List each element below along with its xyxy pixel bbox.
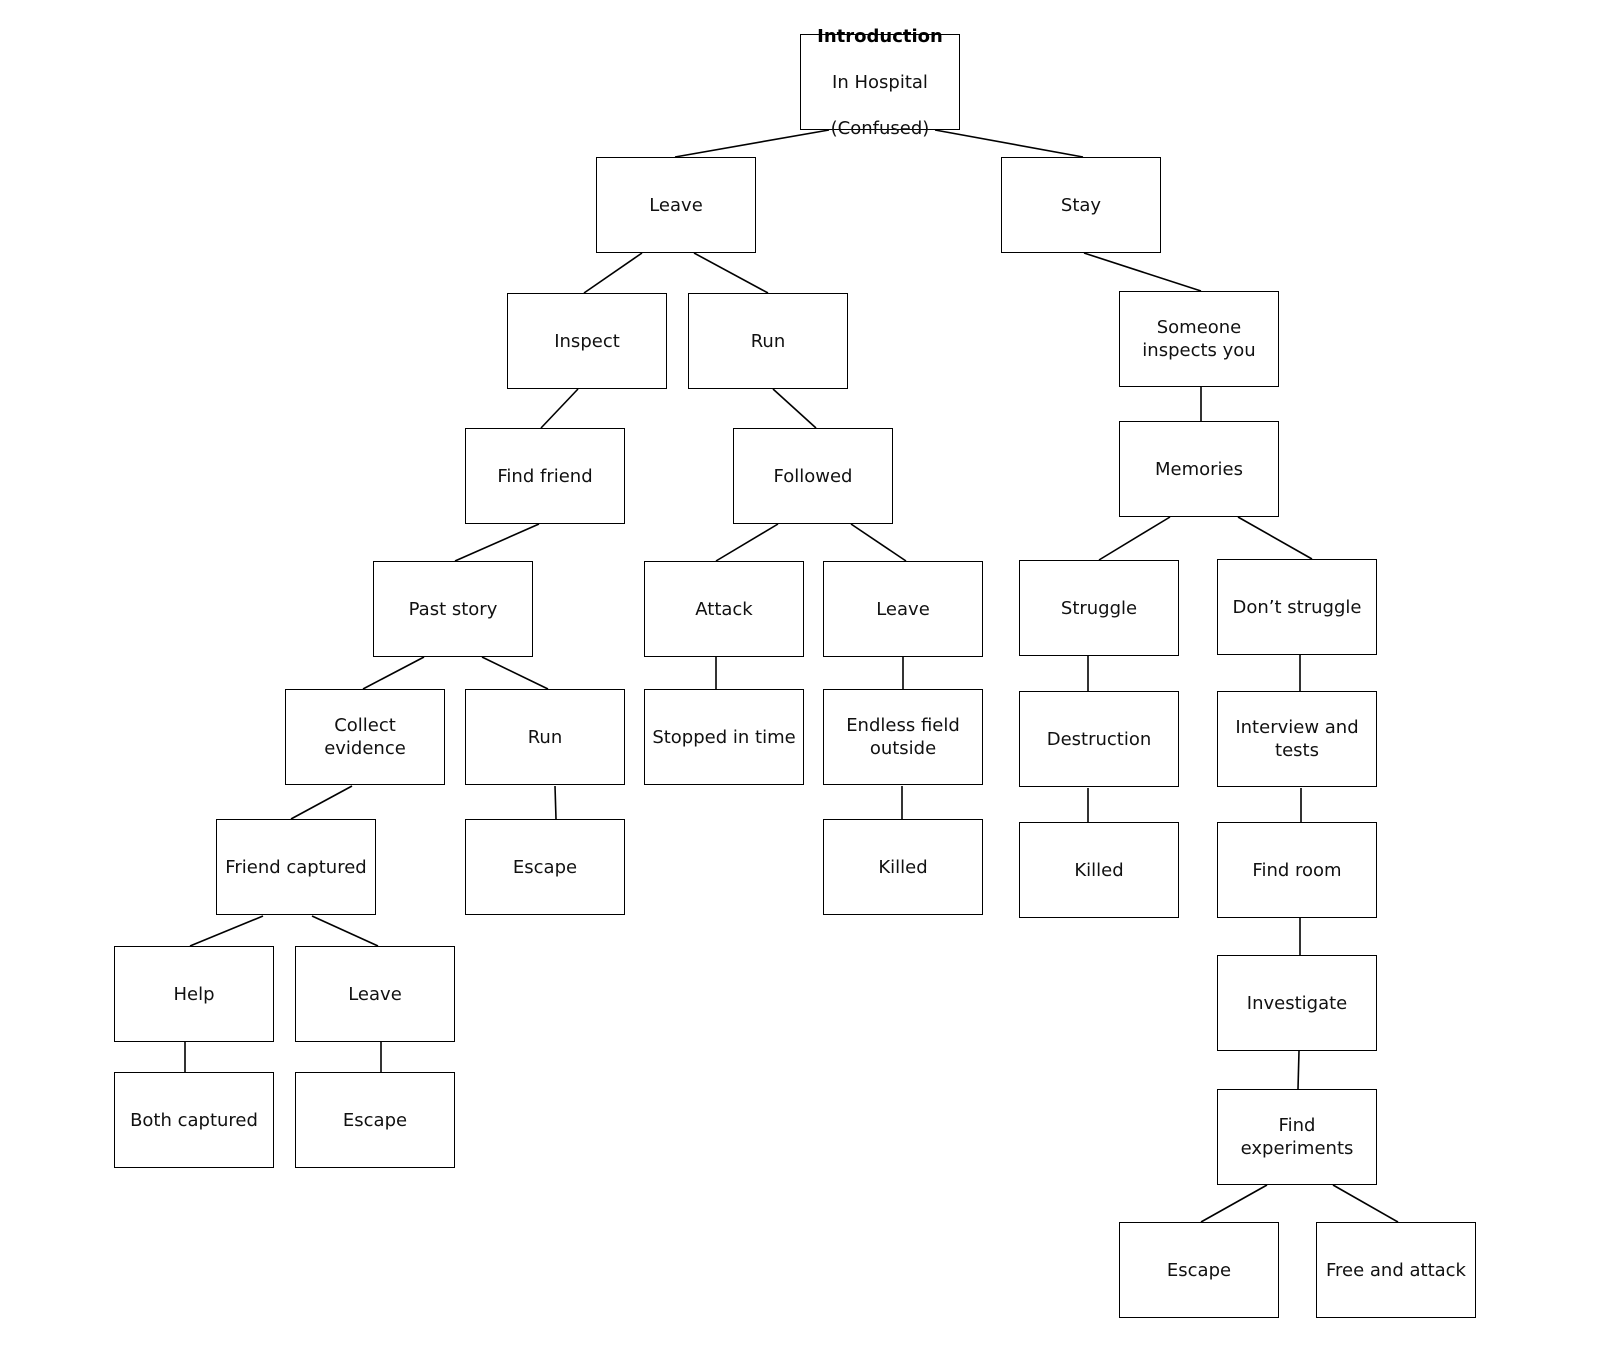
node-destruction-label: Destruction [1046,728,1152,750]
node-past-story: Past story [373,561,533,657]
edge-findfriend-paststory [454,523,540,562]
node-interview-and-tests: Interview and tests [1217,691,1377,787]
edge-friendcaptured-leave3 [311,915,379,947]
node-collect-evidence-label: Collect evidence [324,715,406,759]
node-endless-field-outside-label: Endless field outside [846,715,960,759]
node-find-experiments-label: Find experiments [1240,1115,1354,1159]
node-help: Help [114,946,274,1042]
node-find-friend-label: Find friend [497,465,593,487]
edge-findexperiments-freeattack [1332,1184,1399,1223]
edge-run-followed [772,388,817,429]
node-run-1: Run [688,293,848,389]
node-free-and-attack-label: Free and attack [1325,1259,1466,1281]
node-stopped-in-time: Stopped in time [644,689,804,785]
node-escape-3: Escape [1119,1222,1279,1318]
node-stay: Stay [1001,157,1161,253]
node-followed-label: Followed [773,465,853,487]
node-attack: Attack [644,561,804,657]
edge-findexperiments-escape3 [1200,1184,1268,1223]
edge-paststory-collect [362,656,425,690]
node-endless-field-outside: Endless field outside [823,689,983,785]
node-attack-label: Attack [695,598,753,620]
node-escape-2-label: Escape [342,1109,408,1131]
node-interview-and-tests-label: Interview and tests [1235,717,1359,761]
node-struggle: Struggle [1019,560,1179,656]
edge-paststory-run2 [481,656,549,690]
edge-memories-dontstruggle [1237,516,1313,560]
edge-run2-escape1 [554,785,557,820]
node-killed-2-label: Killed [1074,859,1124,881]
node-introduction: Introduction In Hospital (Confused) [800,26,960,139]
edge-collect-friendcaptured [290,785,353,820]
node-leave-3: Leave [295,946,455,1042]
edge-friendcaptured-help [189,915,264,947]
node-investigate-label: Investigate [1246,992,1348,1014]
edge-followed-leave2 [850,523,907,562]
node-leave-1: Leave [596,157,756,253]
edge-stay-someone [1083,252,1202,292]
node-followed: Followed [733,428,893,524]
edge-followed-attack [715,523,779,562]
edge-investigate-findexperiments [1297,1050,1300,1090]
node-help-label: Help [173,983,215,1005]
node-find-room-label: Find room [1252,859,1342,881]
edge-inspect-findfriend [540,388,579,429]
node-dont-struggle: Don’t struggle [1217,559,1377,655]
edge-leave-run [693,252,769,294]
node-find-room: Find room [1217,822,1377,918]
node-escape-2: Escape [295,1072,455,1168]
node-introduction-subtitle-2: (Confused) [830,117,930,139]
edge-root-leave [674,129,830,158]
edge-leave-inspect [583,252,643,294]
node-investigate: Investigate [1217,955,1377,1051]
node-leave-2-label: Leave [876,598,930,620]
node-killed-1: Killed [823,819,983,915]
node-destruction: Destruction [1019,691,1179,787]
node-inspect: Inspect [507,293,667,389]
node-leave-2: Leave [823,561,983,657]
edge-root-stay [934,129,1084,158]
node-run-2: Run [465,689,625,785]
node-find-experiments: Find experiments [1217,1089,1377,1185]
node-introduction-subtitle-1: In Hospital [832,71,928,93]
node-free-and-attack: Free and attack [1316,1222,1476,1318]
node-someone-inspects-you-label: Someone inspects you [1142,317,1256,361]
node-escape-1: Escape [465,819,625,915]
node-both-captured: Both captured [114,1072,274,1168]
node-dont-struggle-label: Don’t struggle [1232,596,1362,618]
node-run-1-label: Run [750,330,786,352]
node-someone-inspects-you: Someone inspects you [1119,291,1279,387]
node-escape-1-label: Escape [512,856,578,878]
node-past-story-label: Past story [408,598,498,620]
node-stay-label: Stay [1060,194,1102,216]
node-memories: Memories [1119,421,1279,517]
node-both-captured-label: Both captured [130,1109,258,1131]
node-find-friend: Find friend [465,428,625,524]
node-run-2-label: Run [527,726,563,748]
node-killed-1-label: Killed [878,856,928,878]
node-introduction-title: Introduction [817,25,943,47]
node-struggle-label: Struggle [1060,597,1138,619]
node-stopped-in-time-label: Stopped in time [652,726,796,748]
node-inspect-label: Inspect [554,330,620,352]
node-collect-evidence: Collect evidence [285,689,445,785]
edge-memories-struggle [1098,516,1171,561]
node-leave-1-label: Leave [649,194,703,216]
node-memories-label: Memories [1154,458,1243,480]
node-leave-3-label: Leave [348,983,402,1005]
node-friend-captured-label: Friend captured [225,856,367,878]
node-friend-captured: Friend captured [216,819,376,915]
node-killed-2: Killed [1019,822,1179,918]
node-escape-3-label: Escape [1166,1259,1232,1281]
